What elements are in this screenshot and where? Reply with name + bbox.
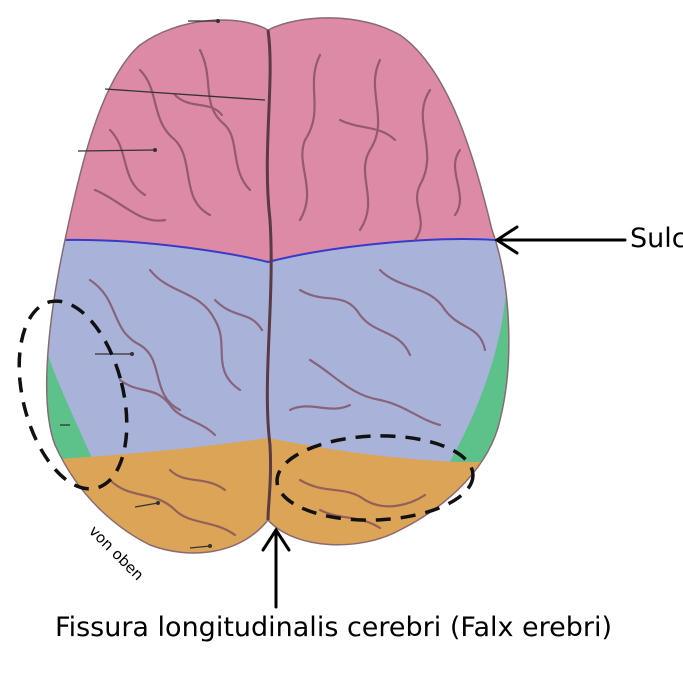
fissura-label: Fissura longitudinalis cerebri (Falx ere…: [55, 612, 612, 643]
sulcus-label: Sulc: [630, 223, 683, 254]
arrow-sulcus: [497, 227, 625, 253]
arrow-fissura: [263, 530, 289, 607]
